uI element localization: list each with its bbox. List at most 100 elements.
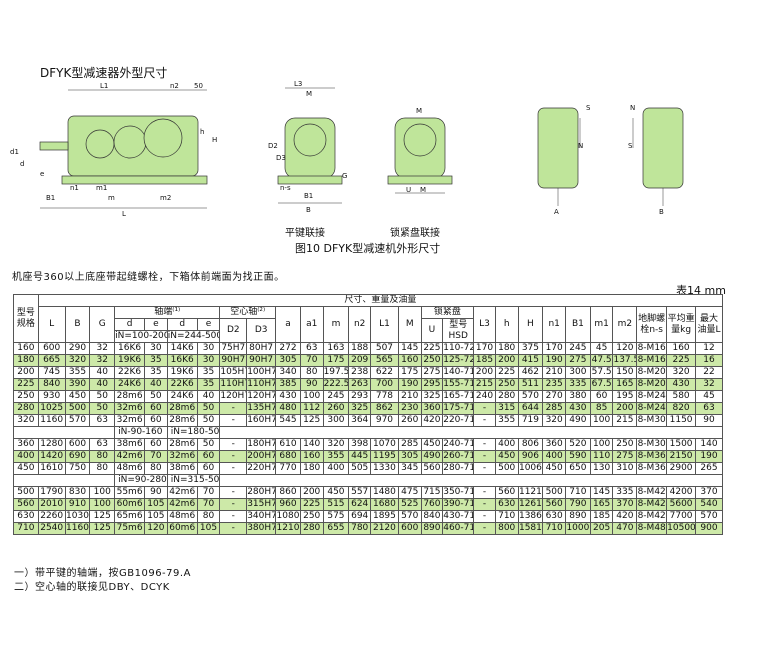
table-cell: - [473, 402, 496, 415]
table-cell: 75m6 [114, 522, 146, 535]
table-cell: 22K6 [114, 366, 146, 379]
caption-lock-disk: 锁紧盘联接 [390, 228, 440, 239]
table-cell: 560 [420, 462, 444, 475]
table-cell: 370 [695, 486, 723, 499]
table-cell: 360 [420, 402, 444, 415]
th-iN1: iN=100-200 [114, 330, 168, 343]
table-cell: 680 [275, 450, 301, 463]
table-cell: 380 [565, 390, 591, 403]
table-cell: 840 [420, 510, 444, 523]
table-cell: 590 [565, 450, 591, 463]
table-cell: 70 [299, 354, 324, 367]
th-m1: m1 [589, 306, 614, 343]
table-cell: 60m6 [166, 522, 198, 535]
table-cell: 690 [64, 450, 91, 463]
th-D3: D3 [246, 318, 277, 343]
table-cell: 245 [565, 342, 591, 355]
table-cell: 480 [275, 402, 301, 415]
table-cell: 70 [144, 450, 168, 463]
table-cell: 215 [612, 414, 638, 427]
table-cell: 60 [144, 402, 168, 415]
th-L1: L1 [370, 306, 399, 343]
table-cell: 165-71 [442, 390, 475, 403]
table-cell: 790 [565, 498, 591, 511]
dim-d1: d1 [10, 148, 19, 156]
table-cell: 511 [517, 378, 544, 391]
table-cell: 19K6 [114, 354, 146, 367]
table-cell: 545 [275, 414, 301, 427]
table-cell: 80H7 [246, 342, 277, 355]
table-cell: 1150 [666, 414, 697, 427]
th-D2: D2 [219, 318, 248, 343]
table-cell: - [219, 522, 248, 535]
table-cell: 665 [37, 354, 66, 367]
table-cell: 1895 [370, 510, 399, 523]
table-cell: 225 [666, 354, 697, 367]
table-cell: 450 [420, 438, 444, 451]
table-cell: 280-71 [442, 462, 475, 475]
dim-B: B [306, 206, 311, 214]
dim-h: h [200, 128, 204, 136]
table-cell: 24K6 [166, 390, 198, 403]
table-cell: 280 [494, 390, 519, 403]
table-cell: - [219, 402, 248, 415]
dim-L3: L3 [294, 80, 302, 88]
table-cell: 16 [695, 354, 723, 367]
table-cell: 235 [542, 378, 567, 391]
table-cell: - [219, 498, 248, 511]
table-cell: 250 [612, 438, 638, 451]
table-cell: 360 [542, 438, 567, 451]
table-cell: 32 [695, 378, 723, 391]
table-cell: 200 [494, 354, 519, 367]
table-cell: 63 [299, 342, 324, 355]
table-cell: 270 [542, 390, 567, 403]
table-cell: - [473, 450, 496, 463]
table-cell: 260 [322, 402, 350, 415]
table-cell: 57.5 [589, 366, 614, 379]
table-cell: 490 [565, 414, 591, 427]
table-cell: 180 [13, 354, 39, 367]
table-cell: 450 [13, 462, 39, 475]
subheader-blank [219, 474, 723, 487]
table-cell: 19K6 [166, 366, 198, 379]
table-cell: 355 [494, 414, 519, 427]
table-cell: 335 [612, 486, 638, 499]
th-m2: m2 [612, 306, 638, 343]
table-cell: 600 [397, 522, 422, 535]
table-cell: 862 [370, 402, 399, 415]
table-cell: 1000 [565, 522, 591, 535]
table-cell: 290 [64, 342, 91, 355]
table-cell: 1030 [64, 510, 91, 523]
table-cell: 507 [370, 342, 399, 355]
table-cell: - [473, 498, 496, 511]
table-cell: 710 [565, 486, 591, 499]
table-cell: 50 [89, 402, 116, 415]
table-cell: 105 [196, 522, 221, 535]
table-cell: 8-M20 [636, 378, 668, 391]
table-cell: 1025 [37, 402, 66, 415]
table-cell: 860 [275, 486, 301, 499]
table-cell: - [219, 438, 248, 451]
th-U: U [420, 318, 444, 343]
caption-flat-key: 平键联接 [285, 228, 325, 239]
table-cell: 450 [64, 390, 91, 403]
table-cell: 32m6 [166, 450, 198, 463]
table-cell: 45 [695, 390, 723, 403]
table-cell: 50 [144, 390, 168, 403]
table-cell: 375 [517, 342, 544, 355]
table-number: 表14 mm [676, 284, 726, 297]
table-cell: 500 [13, 486, 39, 499]
table-cell: 200 [13, 366, 39, 379]
table-cell: 500 [64, 402, 91, 415]
table-cell: 70 [196, 486, 221, 499]
th-a: a [275, 306, 301, 343]
th-B1: B1 [565, 306, 591, 343]
table-cell: 325 [420, 390, 444, 403]
th-weight: 平均重量kg [666, 306, 697, 343]
table-cell: 40 [144, 378, 168, 391]
table-cell: 520 [565, 438, 591, 451]
